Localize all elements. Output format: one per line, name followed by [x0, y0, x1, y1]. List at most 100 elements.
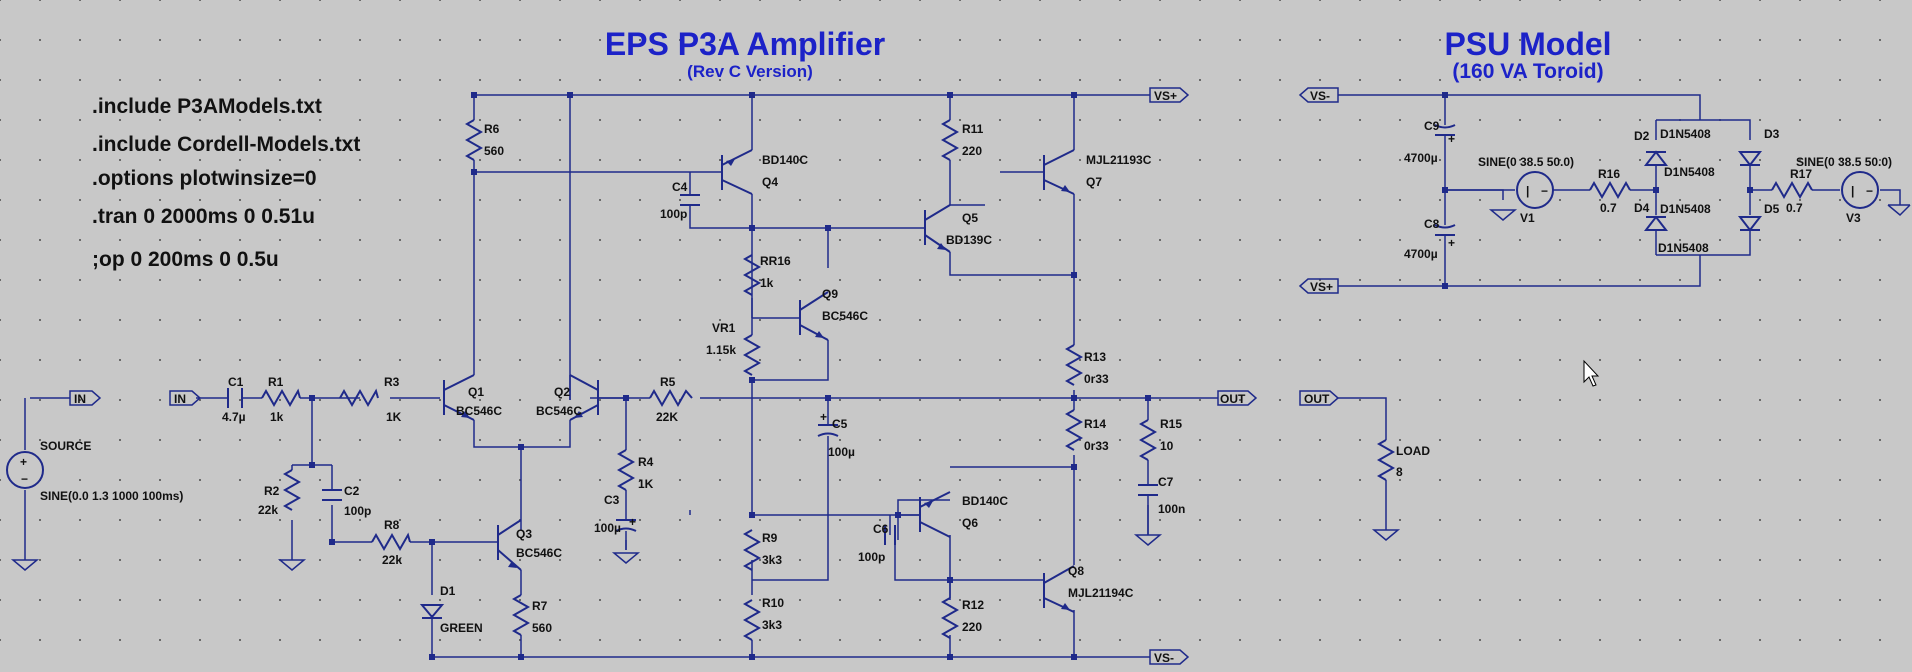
- directive-include-cordell[interactable]: .include Cordell-Models.txt: [92, 133, 360, 156]
- r7[interactable]: R7 560: [511, 594, 552, 636]
- r14[interactable]: R14 0r33: [1064, 409, 1109, 453]
- v3-source[interactable]: | − SINE(0 38.5 50.0) V3: [1796, 155, 1892, 225]
- d1-diode[interactable]: D1 GREEN: [419, 584, 483, 635]
- svg-text:22k: 22k: [258, 503, 278, 517]
- q4-transistor[interactable]: BD140C Q4: [721, 149, 808, 195]
- svg-text:1K: 1K: [386, 410, 402, 424]
- c8-capacitor[interactable]: + C8 4700µ: [1404, 217, 1456, 261]
- q6-transistor[interactable]: BD140C Q6: [919, 491, 1008, 538]
- psu-wires[interactable]: [1338, 94, 1901, 287]
- junction-dots: [309, 92, 1151, 660]
- svg-text:VS-: VS-: [1310, 89, 1330, 103]
- net-label-vsm-amp[interactable]: VS-: [1149, 649, 1190, 665]
- svg-text:R1: R1: [268, 375, 284, 389]
- r15[interactable]: R15 10: [1138, 417, 1182, 461]
- svg-text:R11: R11: [962, 122, 984, 136]
- q1-transistor[interactable]: Q1 BC546C: [443, 374, 502, 421]
- svg-text:SINE(0 38.5 50.0): SINE(0 38.5 50.0): [1796, 155, 1892, 169]
- q8-transistor[interactable]: Q8 MJL21194C: [1040, 564, 1134, 613]
- r16[interactable]: R16 0.7: [1589, 167, 1631, 215]
- directive-options[interactable]: .options plotwinsize=0: [92, 167, 317, 190]
- r5[interactable]: R5 22K: [649, 375, 693, 424]
- c1-capacitor[interactable]: C1 4.7µ: [222, 375, 246, 424]
- r13[interactable]: R13 0r33: [1064, 344, 1109, 386]
- r3[interactable]: R3 1K: [339, 375, 402, 424]
- r1[interactable]: R1 1k: [261, 375, 301, 424]
- c4-capacitor[interactable]: C4 100p: [660, 180, 700, 221]
- svg-text:C6: C6: [873, 522, 889, 536]
- vr1[interactable]: VR1 1.15k: [706, 321, 762, 376]
- r12[interactable]: R12 220: [940, 597, 984, 639]
- svg-text:Q1: Q1: [468, 385, 484, 399]
- rr16[interactable]: RR16 1k: [742, 254, 791, 296]
- d3-diode[interactable]: D1N5408 D3: [1660, 127, 1780, 167]
- svg-text:D1N5408: D1N5408: [1660, 127, 1711, 141]
- q3-transistor[interactable]: Q3 BC546C: [497, 519, 562, 571]
- net-label-in-source[interactable]: IN: [69, 390, 102, 406]
- amp-wires[interactable]: [24, 94, 1212, 658]
- svg-text:Q2: Q2: [554, 385, 570, 399]
- q2-transistor[interactable]: Q2 BC546C: [536, 374, 626, 421]
- net-label-in-amp[interactable]: IN: [169, 390, 202, 406]
- svg-text:R12: R12: [962, 598, 984, 612]
- r4[interactable]: R4 1K: [616, 449, 654, 491]
- c7-capacitor[interactable]: C7 100n: [1138, 475, 1185, 535]
- svg-text:R13: R13: [1084, 350, 1106, 364]
- r10[interactable]: R10 3k3: [742, 596, 784, 641]
- svg-text:3k3: 3k3: [762, 618, 782, 632]
- q7-transistor[interactable]: MJL21193C Q7: [1000, 149, 1152, 195]
- directive-include-p3a[interactable]: .include P3AModels.txt: [92, 95, 322, 118]
- r8[interactable]: R8 22k: [371, 518, 411, 567]
- net-label-vsp-amp[interactable]: VS+: [1149, 87, 1190, 103]
- q9-transistor[interactable]: Q9 BC546C: [785, 287, 868, 341]
- svg-text:560: 560: [484, 144, 504, 158]
- net-label-vsp-psu[interactable]: VS+: [1298, 278, 1339, 294]
- d2-diode[interactable]: D2 D1N5408: [1634, 129, 1715, 179]
- r2[interactable]: R2 22k: [258, 469, 307, 571]
- source-voltage[interactable]: + − SOURCE SINE(0.0 1.3 1000 100ms): [6, 439, 183, 571]
- c5-capacitor[interactable]: + C5 100µ: [817, 410, 855, 459]
- c2-capacitor[interactable]: C2 100p: [322, 484, 371, 518]
- svg-text:SOURCE: SOURCE: [40, 439, 91, 453]
- svg-text:10: 10: [1160, 439, 1174, 453]
- svg-text:Q6: Q6: [962, 516, 978, 530]
- psu-title: PSU Model: [1444, 26, 1611, 62]
- d5-diode[interactable]: D1N5408 D5: [1660, 202, 1780, 232]
- svg-text:100p: 100p: [344, 504, 371, 518]
- net-label-out-amp[interactable]: OUT: [1212, 390, 1258, 406]
- r9[interactable]: R9 3k3: [742, 529, 782, 571]
- svg-text:MJL21194C: MJL21194C: [1068, 586, 1134, 600]
- load-resistor[interactable]: LOAD 8: [1371, 439, 1430, 541]
- svg-text:3k3: 3k3: [762, 553, 782, 567]
- svg-text:C1: C1: [228, 375, 244, 389]
- svg-text:100µ: 100µ: [594, 521, 621, 535]
- net-label-out-load[interactable]: OUT: [1299, 390, 1387, 440]
- d4-diode[interactable]: D4 D1N5408: [1634, 201, 1709, 255]
- svg-text:Q5: Q5: [962, 211, 978, 225]
- svg-text:|: |: [1526, 184, 1529, 198]
- svg-text:100µ: 100µ: [828, 445, 855, 459]
- c6-capacitor[interactable]: C6 100p: [858, 522, 896, 564]
- amplifier-title: EPS P3A Amplifier: [605, 26, 885, 62]
- net-label-vsm-psu[interactable]: VS-: [1298, 87, 1339, 103]
- svg-text:C7: C7: [1158, 475, 1174, 489]
- svg-text:Q7: Q7: [1086, 175, 1102, 189]
- c3-capacitor[interactable]: + C3 100µ: [594, 493, 641, 564]
- svg-text:R9: R9: [762, 531, 778, 545]
- svg-text:C5: C5: [832, 417, 848, 431]
- v1-source[interactable]: | − SINE(0 38.5 50.0) V1: [1478, 155, 1574, 225]
- svg-text:Q4: Q4: [762, 175, 778, 189]
- svg-text:+: +: [20, 455, 27, 469]
- q5-transistor[interactable]: Q5 BD139C: [924, 204, 992, 253]
- directive-op-comment[interactable]: ;op 0 200ms 0 0.5u: [92, 248, 279, 271]
- svg-text:−: −: [1866, 184, 1873, 198]
- svg-text:BC546C: BC546C: [536, 404, 582, 418]
- r6[interactable]: R6 560: [464, 119, 504, 161]
- r11[interactable]: R11 220: [940, 119, 984, 161]
- directive-tran[interactable]: .tran 0 2000ms 0 0.51u: [92, 205, 315, 228]
- c9-capacitor[interactable]: + C9 4700µ: [1404, 119, 1456, 165]
- r17[interactable]: R17 0.7: [1771, 167, 1813, 215]
- svg-text:MJL21193C: MJL21193C: [1086, 153, 1152, 167]
